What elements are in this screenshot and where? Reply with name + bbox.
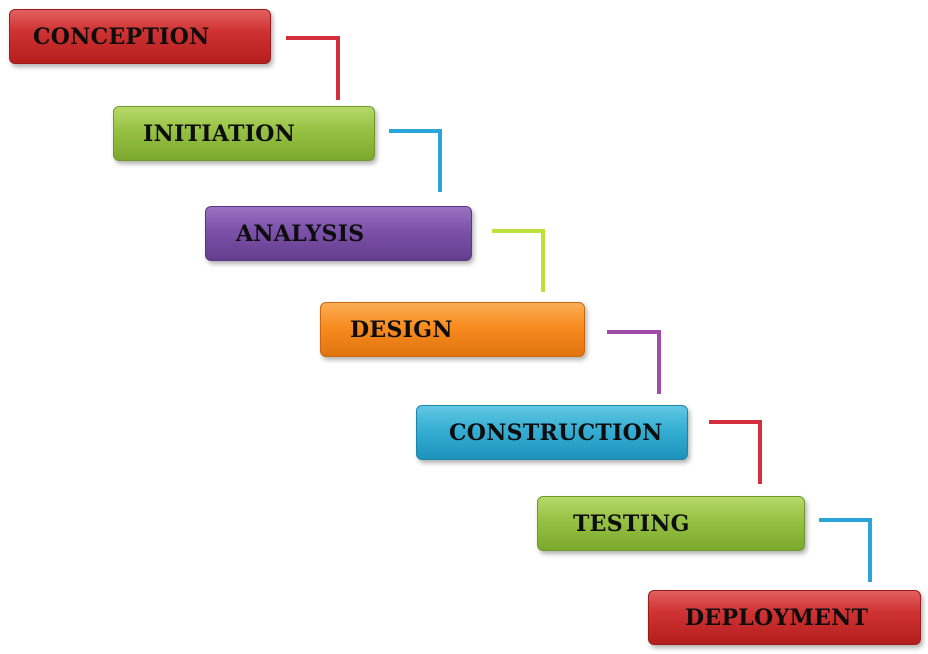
connector-initiation-analysis [389,129,442,192]
connector-design-construction [607,330,661,394]
connector-conception-initiation [286,36,340,100]
step-construction: CONSTRUCTION [416,405,688,460]
step-design: DESIGN [320,302,585,357]
step-deployment: DEPLOYMENT [648,590,921,645]
step-label: DESIGN [350,316,453,343]
step-label: TESTING [573,510,690,537]
step-analysis: ANALYSIS [205,206,472,261]
step-testing: TESTING [537,496,805,551]
connector-testing-deployment [819,518,872,582]
step-label: DEPLOYMENT [685,604,869,631]
step-label: ANALYSIS [236,220,365,247]
connector-construction-testing [709,420,762,484]
step-label: INITIATION [143,120,296,147]
step-conception: CONCEPTION [9,9,271,64]
step-initiation: INITIATION [113,106,375,161]
step-label: CONCEPTION [33,23,210,50]
step-label: CONSTRUCTION [449,419,663,446]
connector-analysis-design [492,229,545,292]
